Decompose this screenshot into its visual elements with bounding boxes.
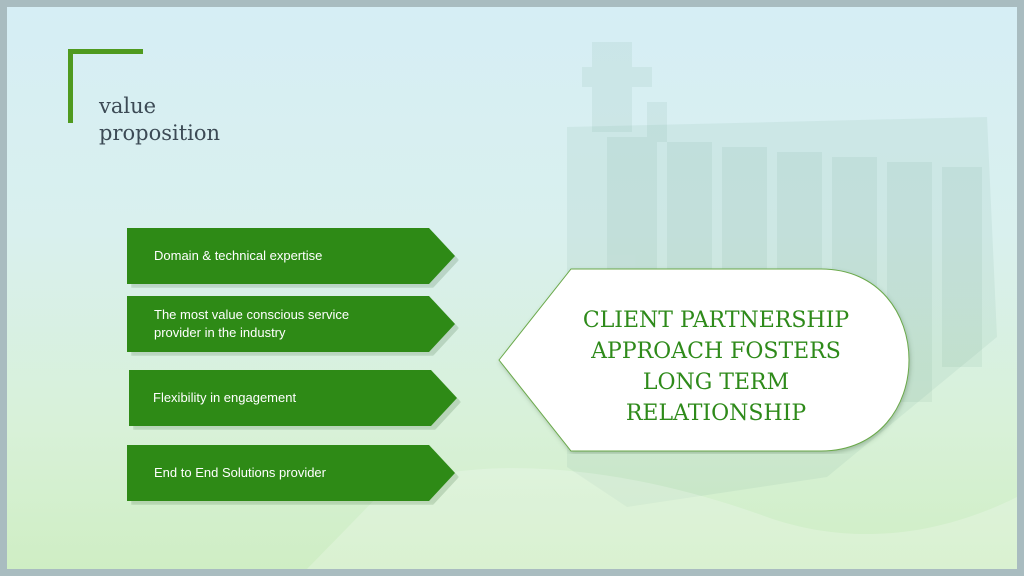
value-point-arrow-2: The most value conscious service provide… <box>127 296 455 352</box>
callout-line-2: APPROACH FOSTERS <box>591 339 841 364</box>
callout-line-3: LONG TERM <box>642 370 790 395</box>
page-title: value proposition <box>99 93 299 147</box>
value-point-arrow-1: Domain & technical expertise <box>127 228 455 284</box>
value-point-label: Domain & technical expertise <box>154 248 323 263</box>
value-point-label-line-1: The most value conscious service <box>154 307 350 322</box>
value-point-label-line-2: provider in the industry <box>154 325 286 340</box>
value-point-label: The most value conscious service provide… <box>154 306 349 342</box>
title-line-1: value <box>99 94 157 118</box>
value-point-arrow-3: Flexibility in engagement <box>129 370 457 426</box>
value-point-arrow-4: End to End Solutions provider <box>127 445 455 501</box>
callout-line-4: RELATIONSHIP <box>625 401 807 426</box>
callout-text: CLIENT PARTNERSHIP APPROACH FOSTERS LONG… <box>563 305 869 429</box>
callout-shape <box>498 268 910 452</box>
callout-line-1: CLIENT PARTNERSHIP <box>582 308 850 333</box>
value-point-label: End to End Solutions provider <box>154 465 326 480</box>
value-point-label: Flexibility in engagement <box>153 390 297 405</box>
title-line-2: proposition <box>99 121 221 145</box>
title-accent-bracket <box>68 49 143 123</box>
